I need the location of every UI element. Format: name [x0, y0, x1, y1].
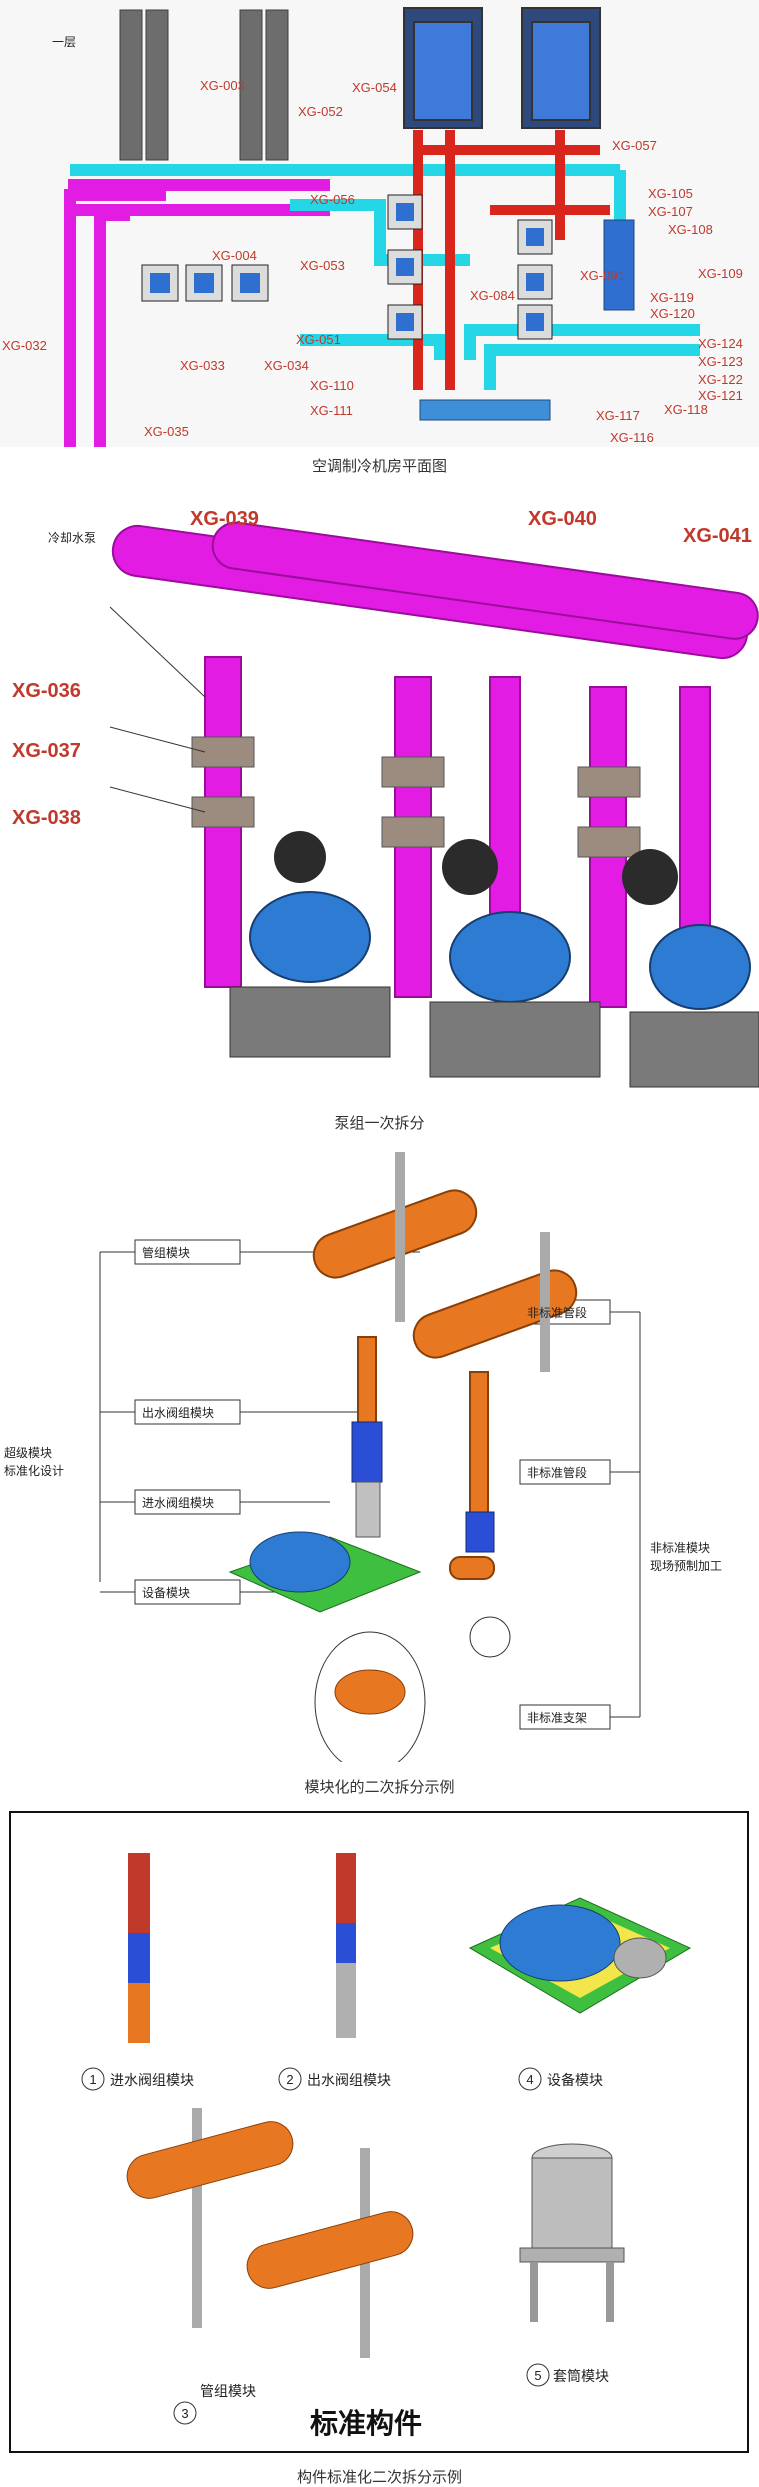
left-group-line2: 标准化设计 — [4, 1464, 64, 1478]
label-xg-032: XG-032 — [2, 338, 47, 353]
label-xg-122: XG-122 — [698, 372, 743, 387]
label-xg-108: XG-108 — [668, 222, 713, 237]
label-xg-056: XG-056 — [310, 192, 355, 207]
caption-pump-split: 泵组一次拆分 — [334, 1114, 425, 1132]
label-xg-107: XG-107 — [648, 204, 693, 219]
label-xg-051: XG-051 — [296, 332, 341, 347]
label-outlet-valve-module: 出水阀组模块 — [307, 2073, 391, 2089]
item-pipe-group-module: 管组模块 — [142, 1245, 190, 1260]
label-pipe-group-module: 管组模块 — [200, 2384, 256, 2400]
label-xg-084: XG-084 — [470, 288, 515, 303]
label-xg-117: XG-117 — [596, 408, 640, 423]
caption-module-split: 模块化的二次拆分示例 — [304, 1778, 455, 1796]
label-xg-004: XG-004 — [212, 248, 257, 263]
label-xg-121: XG-121 — [698, 388, 743, 403]
label-sleeve-module: 套筒模块 — [553, 2368, 609, 2385]
pump-note: 冷却水泵 — [48, 531, 96, 545]
num-1: 1 — [89, 2072, 96, 2087]
label-xg-091: XG-091 — [580, 268, 625, 283]
plan-note: 一层 — [52, 35, 76, 49]
label-inlet-valve-module: 进水阀组模块 — [110, 2073, 194, 2089]
standard-parts-drawing: 1 2 4 3 5 进水阀组模块 出水阀组模块 设备模块 管组模块 套筒模块 标… — [0, 1808, 759, 2470]
pump-split-drawing: 冷却水泵 XG-039 XG-040 XG-041 XG-036 — [0, 487, 759, 1107]
num-3: 3 — [181, 2406, 188, 2421]
item-inlet-valve-module: 进水阀组模块 — [142, 1496, 214, 1510]
label-xg-037: XG-037 — [12, 740, 81, 762]
label-xg-033: XG-033 — [180, 358, 225, 373]
label-xg-035: XG-035 — [144, 424, 189, 439]
label-xg-120: XG-120 — [650, 306, 695, 321]
label-equipment-module: 设备模块 — [547, 2072, 603, 2089]
figure-standard-parts: 1 2 4 3 5 进水阀组模块 出水阀组模块 设备模块 管组模块 套筒模块 标… — [0, 1808, 759, 2470]
num-4: 4 — [526, 2072, 533, 2087]
label-xg-116: XG-116 — [610, 430, 654, 445]
caption-plan-view: 空调制冷机房平面图 — [311, 457, 447, 475]
label-xg-052: XG-052 — [298, 104, 343, 119]
label-xg-036: XG-036 — [12, 680, 81, 702]
label-xg-003: XG-003 — [200, 78, 245, 93]
right-group-line1: 非标准模块 — [650, 1541, 710, 1555]
left-group-line1: 超级模块 — [4, 1445, 52, 1460]
module-split-drawing: 管组模块 出水阀组模块 进水阀组模块 设备模块 非标准管段 非标准管段 非标准支… — [0, 1142, 759, 1762]
label-xg-123: XG-123 — [698, 354, 743, 369]
standard-parts-title: 标准构件 — [310, 2407, 422, 2440]
item-equipment-module: 设备模块 — [142, 1586, 190, 1600]
label-xg-057: XG-057 — [612, 138, 657, 153]
label-xg-038: XG-038 — [12, 807, 81, 829]
item-nonstd-pipe-2: 非标准管段 — [527, 1465, 587, 1480]
label-xg-119: XG-119 — [650, 290, 694, 305]
label-xg-118: XG-118 — [664, 402, 708, 417]
figure-plan-view: 一层 — [0, 0, 759, 447]
right-group-line2: 现场预制加工 — [650, 1559, 722, 1573]
plan-view-drawing: 一层 — [0, 0, 759, 447]
label-xg-034: XG-034 — [264, 358, 309, 373]
figure-module-split: 管组模块 出水阀组模块 进水阀组模块 设备模块 非标准管段 非标准管段 非标准支… — [0, 1142, 759, 1762]
figure-pump-split: 冷却水泵 XG-039 XG-040 XG-041 XG-036 — [0, 487, 759, 1107]
label-xg-124: XG-124 — [698, 336, 743, 351]
label-xg-109: XG-109 — [698, 266, 743, 281]
item-outlet-valve-module: 出水阀组模块 — [142, 1406, 214, 1420]
caption-standard-parts: 构件标准化二次拆分示例 — [296, 2468, 462, 2486]
num-2: 2 — [286, 2072, 293, 2087]
num-5: 5 — [534, 2368, 541, 2383]
label-xg-054: XG-054 — [352, 80, 397, 95]
item-nonstd-support: 非标准支架 — [527, 1711, 587, 1725]
label-xg-040: XG-040 — [528, 508, 597, 530]
item-nonstd-pipe-1: 非标准管段 — [527, 1305, 587, 1320]
label-xg-039: XG-039 — [190, 508, 259, 530]
label-xg-053: XG-053 — [300, 258, 345, 273]
label-xg-111: XG-111 — [310, 403, 353, 418]
label-xg-105: XG-105 — [648, 186, 693, 201]
label-xg-041: XG-041 — [683, 525, 752, 547]
label-xg-110: XG-110 — [310, 378, 354, 393]
